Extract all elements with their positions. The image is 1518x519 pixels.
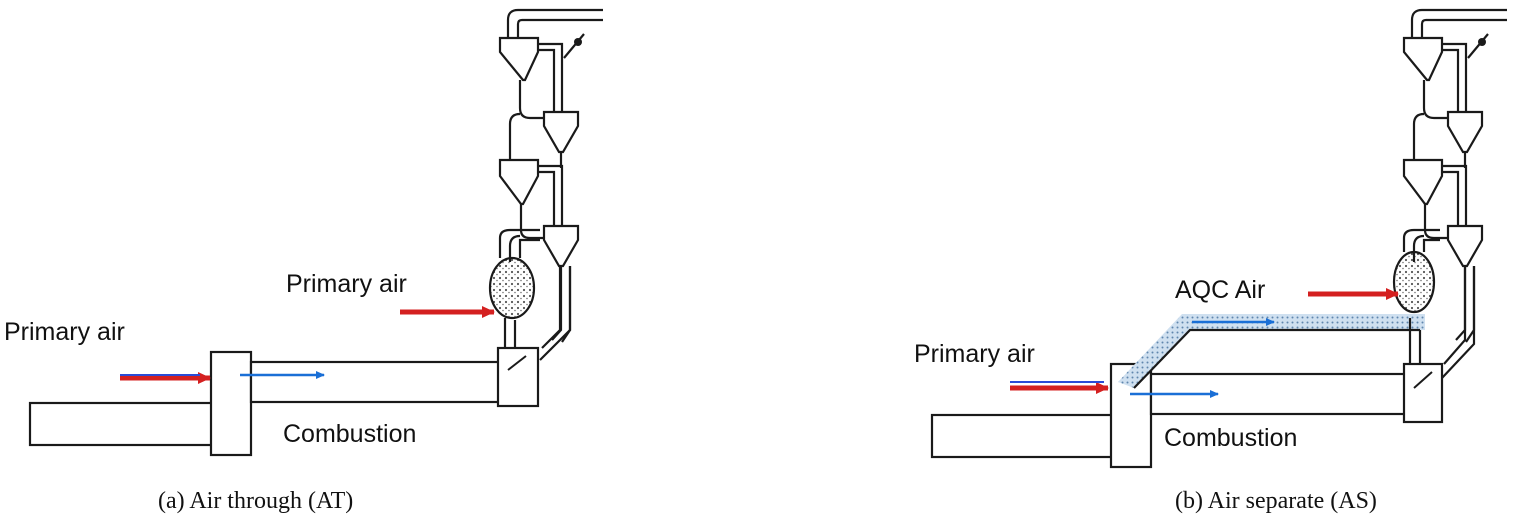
caption-b: (b) Air separate (AS) [1175, 488, 1377, 514]
kiln-inlet-b [1402, 362, 1444, 424]
calciner-a [488, 256, 536, 320]
aqc-duct [1118, 314, 1425, 388]
label-primary-air-a-left: Primary air [4, 318, 125, 346]
label-combustion-b: Combustion [1164, 424, 1297, 452]
kiln-a [28, 401, 214, 447]
kiln-inlet-a [496, 346, 540, 408]
label-primary-air-b-left: Primary air [914, 340, 1035, 368]
panel-b: Primary air AQC Air Combustion (b) Air s… [914, 8, 1509, 514]
label-combustion-a: Combustion [283, 420, 416, 448]
label-aqc-air: AQC Air [1175, 276, 1265, 304]
caption-a: (a) Air through (AT) [158, 488, 353, 514]
label-primary-air-a-top: Primary air [286, 270, 407, 298]
duct-a [249, 360, 501, 404]
kiln-b [930, 413, 1114, 459]
cooler-a [209, 350, 253, 457]
panel-a: Primary air Primary air Combustion (a) A… [4, 8, 605, 514]
